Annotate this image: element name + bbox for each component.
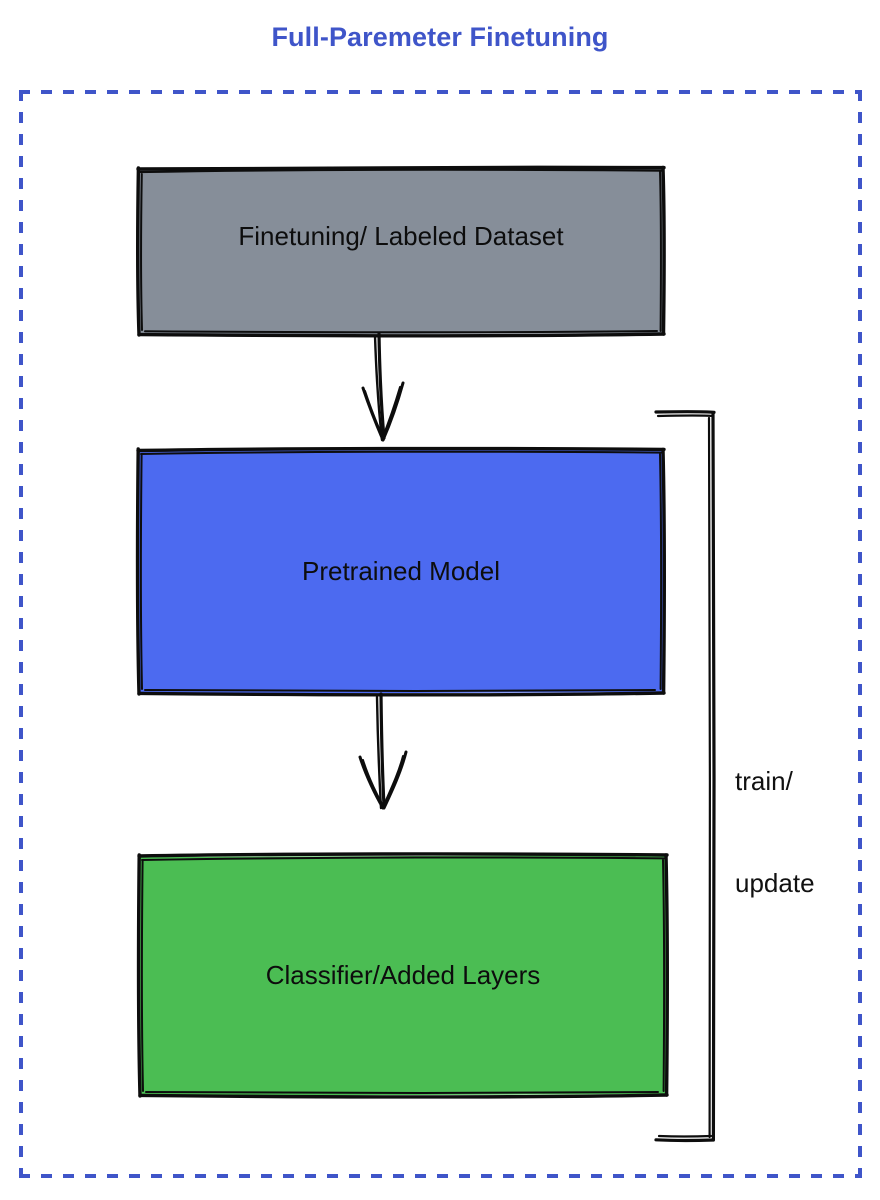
- node-pretrained-model[interactable]: Pretrained Model: [135, 446, 666, 697]
- feedback-loop-label: train/ update: [735, 696, 815, 968]
- node-classifier[interactable]: Classifier/Added Layers: [136, 852, 669, 1099]
- frame-edge-bottom: [19, 1174, 862, 1178]
- node-pretrained-label: Pretrained Model: [302, 555, 500, 586]
- frame-edge-right: [858, 90, 862, 1178]
- node-dataset[interactable]: Finetuning/ Labeled Dataset: [136, 165, 666, 338]
- feedback-loop-label-line2: update: [735, 868, 815, 898]
- frame-edge-top: [19, 90, 862, 94]
- node-classifier-label: Classifier/Added Layers: [265, 959, 541, 990]
- node-dataset-label: Finetuning/ Labeled Dataset: [238, 221, 564, 251]
- frame-edge-left: [19, 90, 23, 1178]
- feedback-loop-label-line1: train/: [735, 766, 793, 796]
- page-title: Full-Paremeter Finetuning: [271, 22, 609, 52]
- dashed-frame-border: [19, 90, 862, 1178]
